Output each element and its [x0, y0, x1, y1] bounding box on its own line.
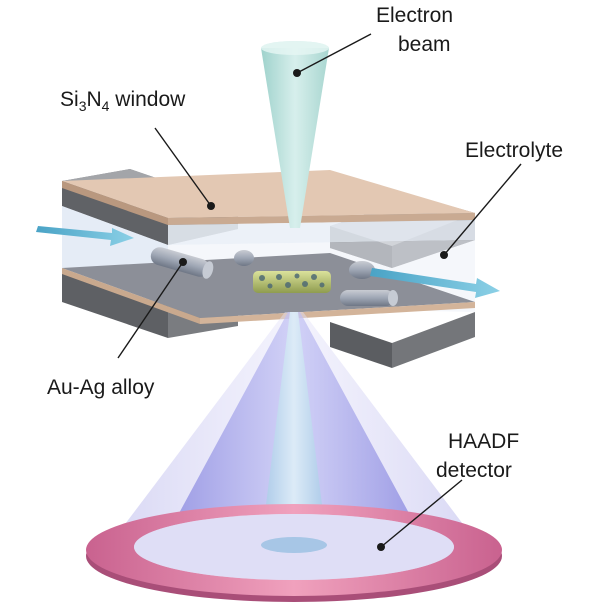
leader-dot-window	[207, 202, 215, 210]
leader-line-detector	[380, 479, 463, 548]
label-au-ag-alloy: Au-Ag alloy	[47, 376, 155, 399]
label-si3n4-window: Si3N4 window	[60, 88, 186, 114]
label-electron-beam-line2: beam	[398, 33, 451, 56]
leader-line-window	[154, 127, 212, 207]
leader-dot-alloy	[179, 258, 187, 266]
haadf-detector	[86, 504, 502, 602]
electron-beam	[261, 41, 329, 228]
leader-dot-electron-beam	[293, 69, 301, 77]
leader-dot-electrolyte	[440, 251, 448, 259]
leader-dot-detector	[377, 543, 385, 551]
electrolyte-flow-arrow-right	[370, 268, 500, 298]
leader-line-alloy	[117, 261, 184, 359]
alloy-nanorod	[253, 271, 331, 293]
label-electron-beam-line1: Electron	[376, 4, 453, 27]
leader-line-electron-beam	[296, 33, 372, 74]
scattered-electron-cone	[98, 312, 490, 560]
si3n4-window	[62, 170, 475, 218]
label-haadf-line2: detector	[436, 459, 512, 482]
electrolyte-flow-arrow-left	[36, 226, 134, 246]
nanosphere-center	[234, 250, 254, 266]
nanorod-bottom-right	[340, 290, 398, 306]
label-haadf-line1: HAADF	[448, 430, 519, 453]
nanosphere-right	[349, 261, 375, 279]
leader-line-electrolyte	[443, 163, 522, 256]
label-electrolyte: Electrolyte	[465, 139, 563, 162]
